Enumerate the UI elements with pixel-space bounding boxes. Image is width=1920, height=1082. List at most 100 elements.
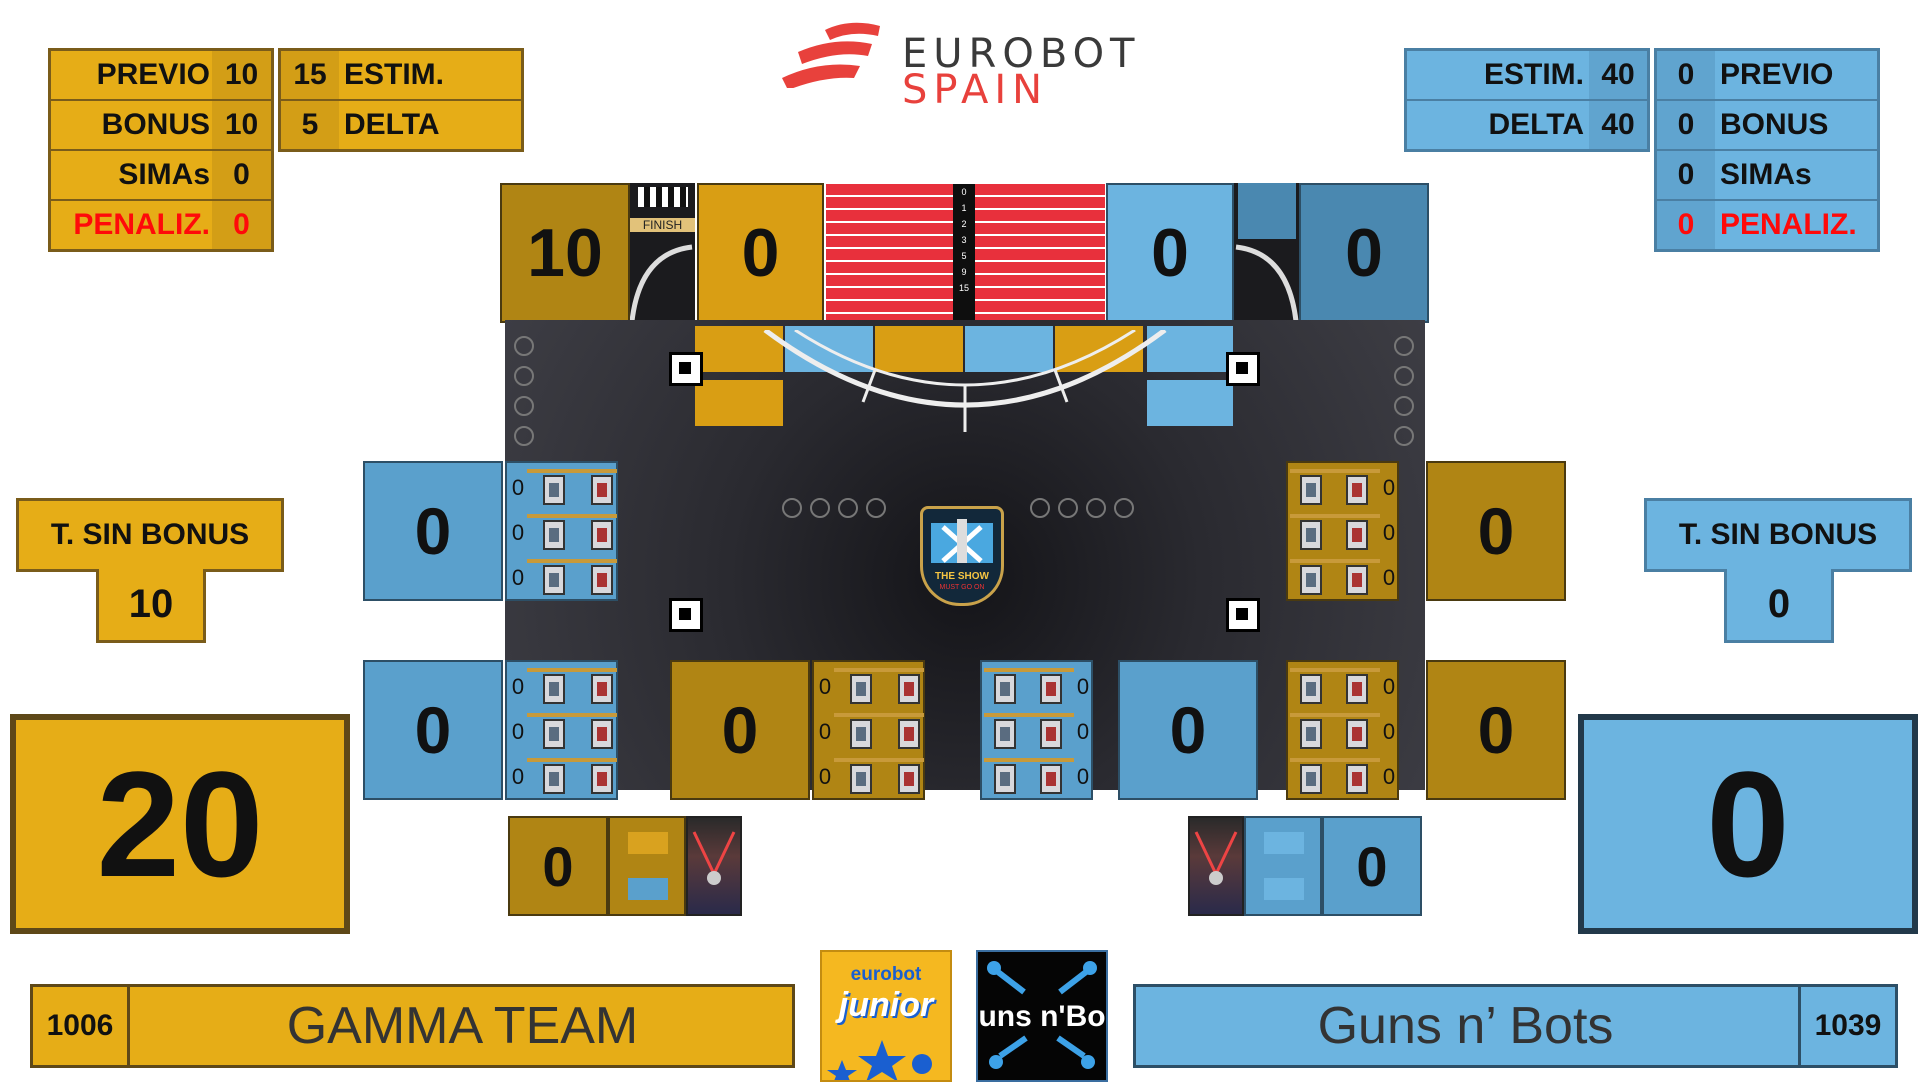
shelf: [1290, 469, 1380, 473]
field-circle: [514, 366, 534, 386]
zone-left-mid-score: 0: [363, 461, 503, 601]
field-circle: [1394, 336, 1414, 356]
can-icon: [994, 719, 1016, 749]
stack-count: 0: [1382, 764, 1396, 789]
can-icon: [1346, 719, 1368, 749]
shelf: [527, 713, 617, 717]
zone-bc-blue-rack: 0 0 0: [980, 660, 1093, 800]
stack-count: 0: [1076, 674, 1090, 699]
divider: [51, 199, 271, 201]
robot-icon: [931, 519, 993, 563]
can-icon: [543, 520, 565, 550]
yellow-sin-bonus-label: T. SIN BONUS: [16, 498, 284, 572]
zone-br-score: 0: [1426, 660, 1566, 800]
field-circle: [514, 426, 534, 446]
yellow-tribune-stack: [826, 184, 953, 323]
divider: [51, 149, 271, 151]
platform-yellow[interactable]: [875, 326, 963, 372]
zone-bc-yellow-score: 0: [670, 660, 810, 800]
can-icon: [898, 764, 920, 794]
aruco-marker: [669, 598, 703, 632]
yellow-total-score: 20: [10, 714, 350, 934]
can-icon: [898, 719, 920, 749]
yellow-delta-value: 5: [301, 108, 319, 141]
can-icon: [591, 475, 613, 505]
indicator-cell: [1264, 878, 1304, 900]
field-circle: [838, 498, 858, 518]
blue-team-bar: [1133, 984, 1898, 1068]
finish-flag-icon: [638, 187, 688, 207]
can-icon: [543, 674, 565, 704]
divider: [281, 99, 521, 101]
blue-penaliz-value: 0: [1677, 208, 1695, 241]
blue-banner-image: [1188, 816, 1244, 916]
blue-finish-score: 0: [1299, 183, 1429, 323]
zone-br-rack: 0 0 0: [1286, 660, 1399, 800]
yellow-backstage-indicator: [608, 816, 686, 916]
badge-line-2: MUST GO ON: [939, 584, 985, 591]
gun-icon: [987, 961, 1097, 1069]
scale-tick: 5: [961, 251, 967, 261]
shelf: [984, 758, 1074, 762]
yellow-estim-value: 15: [293, 58, 327, 91]
shelf: [1290, 758, 1380, 762]
yellow-previo-value: 10: [224, 58, 259, 91]
can-icon: [1346, 764, 1368, 794]
yellow-previo-label: PREVIO: [96, 58, 210, 91]
stack-count: 0: [511, 475, 525, 500]
field-circle: [1058, 498, 1078, 518]
guitar-icon: [1194, 831, 1238, 885]
guns-n-bots-logo: uns n'Bo: [976, 950, 1108, 1082]
can-icon: [591, 565, 613, 595]
junior-logo-main-text: junior: [838, 986, 934, 1024]
stack-count: 0: [1076, 719, 1090, 744]
field-circle: [514, 336, 534, 356]
finish-area-yellow: FINISH: [630, 183, 695, 323]
can-icon: [850, 764, 872, 794]
blue-tribune-stack: [975, 184, 1105, 323]
zone-bc-yellow-rack: 0 0 0: [812, 660, 925, 800]
stack-count: 0: [511, 719, 525, 744]
can-icon: [1300, 520, 1322, 550]
can-icon: [591, 520, 613, 550]
blue-simas-label: SIMAs: [1720, 158, 1812, 191]
can-icon: [591, 674, 613, 704]
yellow-team-number: 1006: [33, 987, 130, 1065]
yellow-simas-label: SIMAs: [118, 158, 210, 191]
aruco-marker: [669, 352, 703, 386]
yellow-team-name: GAMMA TEAM: [286, 997, 639, 1055]
stack-count: 0: [818, 719, 832, 744]
can-icon: [1346, 565, 1368, 595]
can-icon: [543, 764, 565, 794]
can-icon: [1300, 565, 1322, 595]
shelf: [527, 758, 617, 762]
blue-delta-value: 40: [1601, 108, 1635, 141]
can-icon: [1040, 674, 1062, 704]
blue-previo-label: PREVIO: [1720, 58, 1834, 91]
yellow-estim-label: ESTIM.: [344, 58, 445, 91]
yellow-backstage-score: 0: [508, 816, 608, 916]
blue-estim-label: ESTIM.: [1483, 58, 1584, 91]
guns-logo-text: uns n'Bo: [978, 1000, 1106, 1033]
scale-tick: 2: [961, 219, 967, 229]
platform-yellow[interactable]: [695, 380, 783, 426]
divider: [1657, 99, 1877, 101]
track-arc: [630, 244, 693, 322]
platform-blue[interactable]: [965, 326, 1053, 372]
field-circle: [1030, 498, 1050, 518]
aruco-marker: [1226, 598, 1260, 632]
yellow-team-bar: [30, 984, 795, 1068]
stack-count: 0: [818, 674, 832, 699]
can-icon: [850, 719, 872, 749]
field-circle: [810, 498, 830, 518]
blue-delta-label: DELTA: [1488, 108, 1584, 141]
blue-bonus-value: 0: [1677, 108, 1695, 141]
logo-line-spain: SPAIN: [902, 67, 1049, 113]
level-scale: 0 1 2 3 5 9 15: [953, 184, 975, 324]
eurobot-junior-logo: eurobot junior: [820, 950, 952, 1082]
can-icon: [1346, 520, 1368, 550]
can-icon: [1300, 764, 1322, 794]
field-circle: [1394, 426, 1414, 446]
shelf: [527, 514, 617, 518]
platform-blue[interactable]: [1147, 380, 1233, 426]
